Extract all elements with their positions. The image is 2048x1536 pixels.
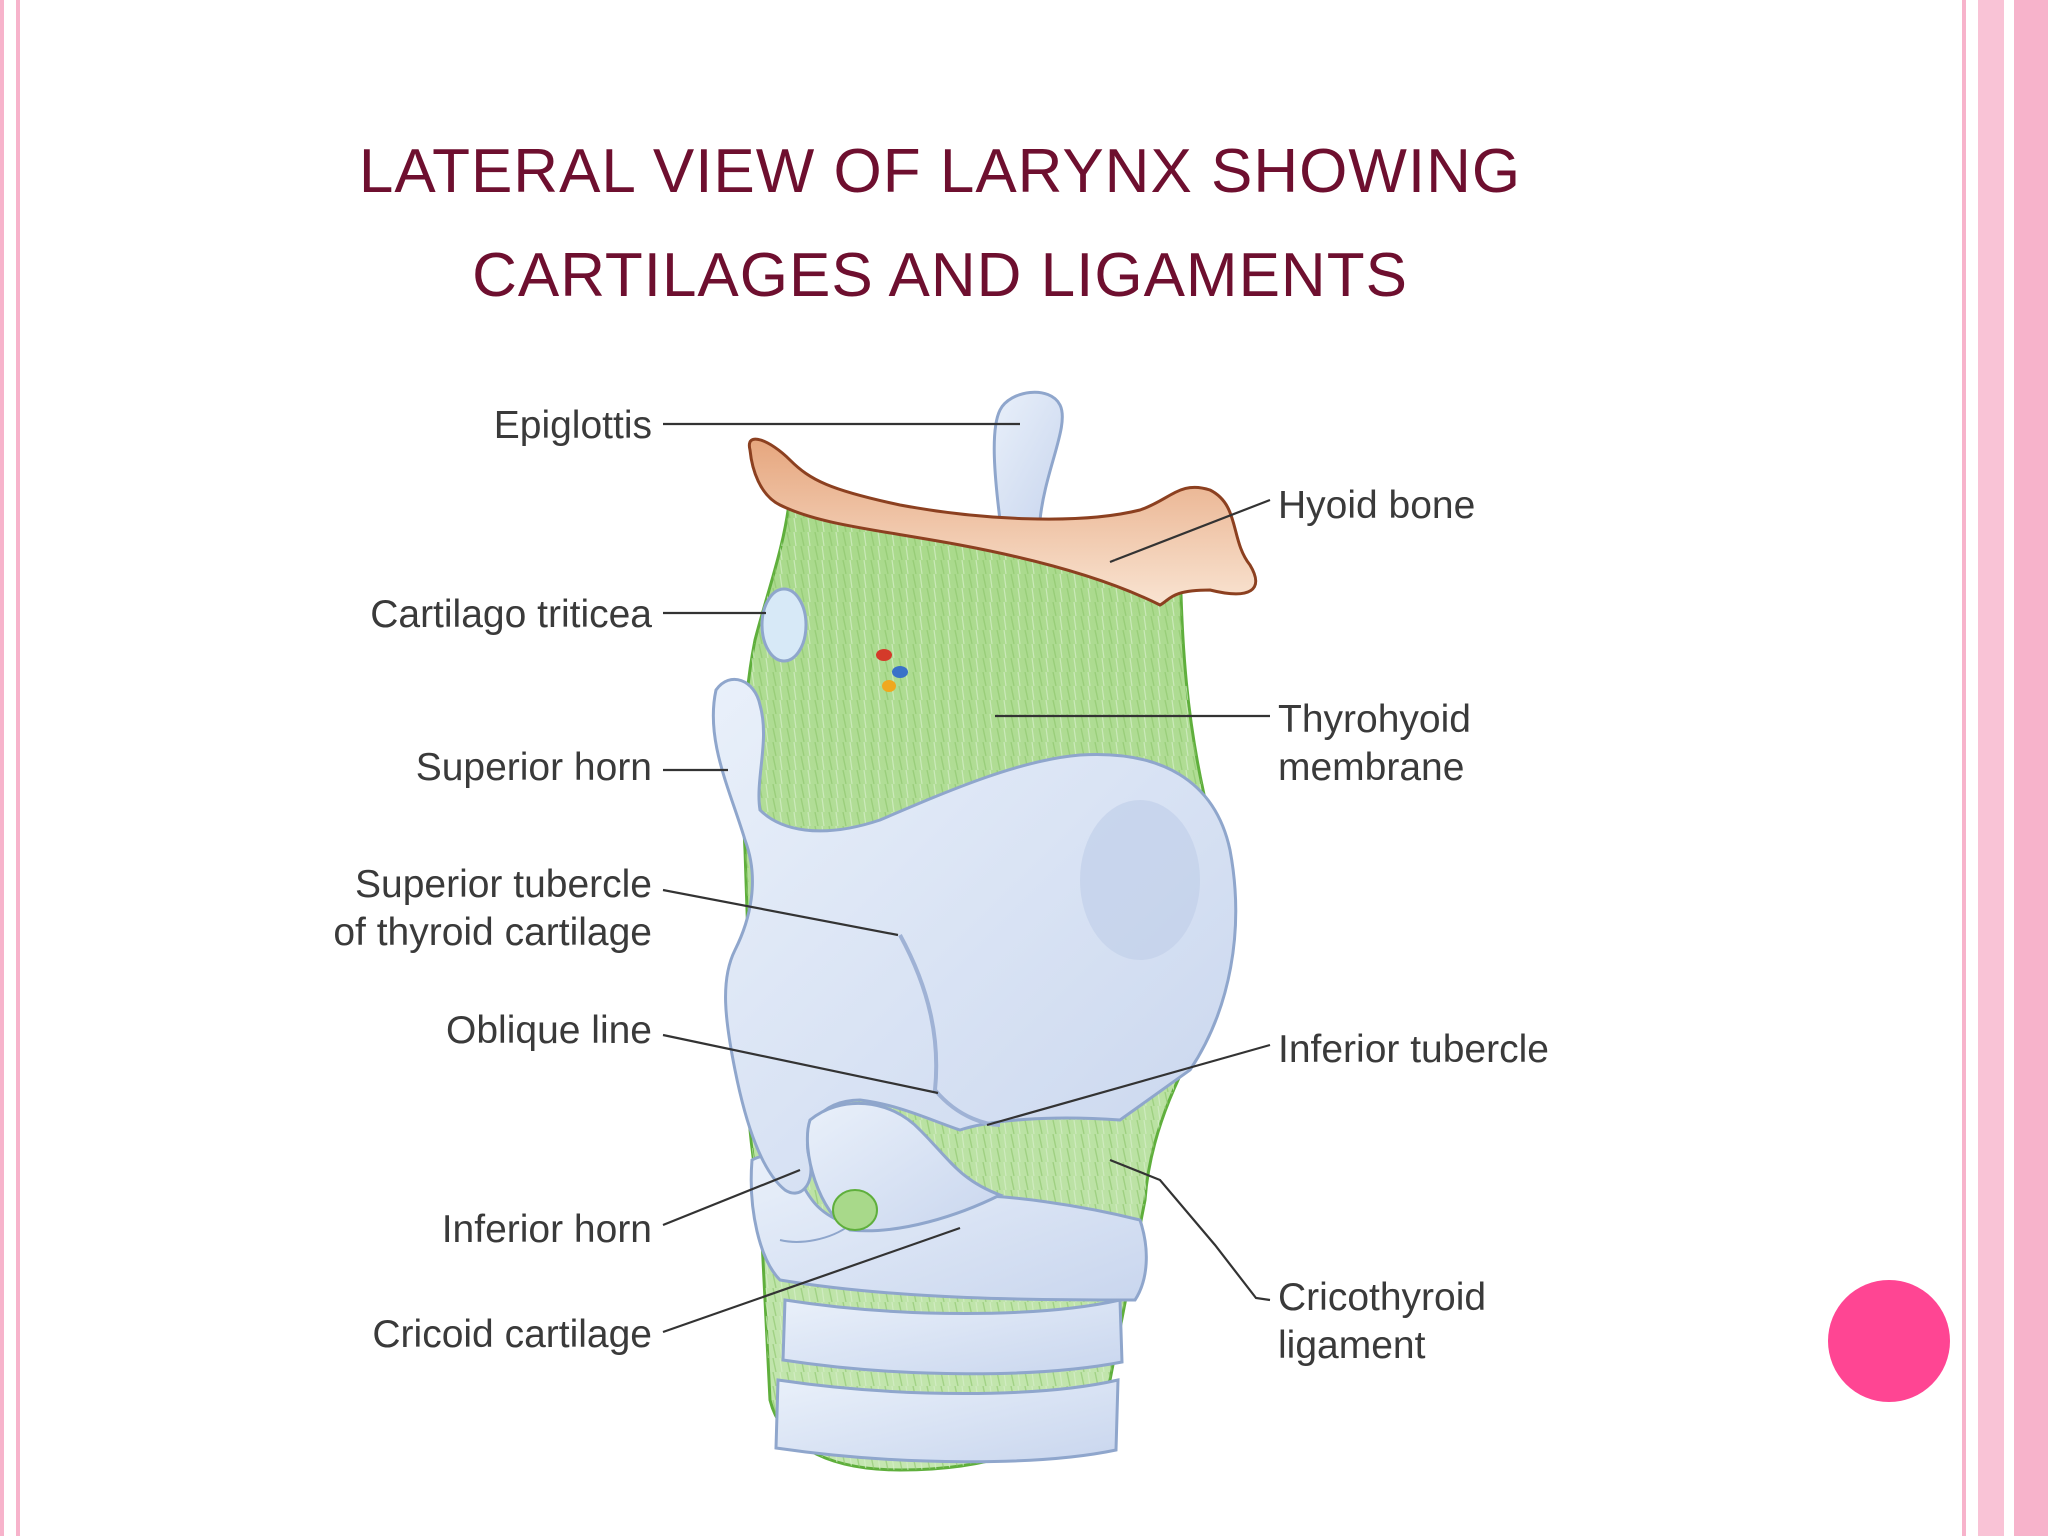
- right-border-stripe-inner: [1962, 0, 1966, 1536]
- cartilago-triticea-shape: [760, 587, 808, 663]
- leader-lines: [662, 422, 1271, 1334]
- title-line-1: LATERAL VIEW OF LARYNX SHOWING: [358, 137, 1522, 206]
- left-border-stripe: [0, 0, 4, 1536]
- label-thyrohyoid-membrane-2: membrane: [1278, 746, 1464, 789]
- right-border-stripe-outer: [2014, 0, 2048, 1536]
- label-cricoid-cartilage: Cricoid cartilage: [372, 1313, 652, 1356]
- thyroid-cartilage-shape: [711, 677, 1238, 1195]
- title-line-2: CARTILAGES AND LIGAMENTS: [472, 241, 1408, 310]
- label-superior-horn: Superior horn: [416, 746, 652, 789]
- hyoid-bone-shape: [747, 437, 1258, 607]
- label-inferior-tubercle: Inferior tubercle: [1278, 1028, 1549, 1071]
- slide-title: LATERAL VIEW OF LARYNX SHOWING CARTILAGE…: [240, 120, 1640, 328]
- label-epiglottis: Epiglottis: [494, 404, 652, 447]
- label-oblique-line: Oblique line: [446, 1009, 652, 1052]
- label-inferior-horn: Inferior horn: [442, 1208, 652, 1251]
- label-hyoid-bone: Hyoid bone: [1278, 484, 1475, 527]
- tracheal-rings: [774, 1298, 1124, 1464]
- label-thyrohyoid-membrane-1: Thyrohyoid: [1278, 698, 1471, 741]
- right-border-stripe-wide: [1978, 0, 2004, 1536]
- cricothyroid-joint-shape: [805, 1101, 1004, 1233]
- vessel-dots: [876, 649, 908, 692]
- label-cricothyroid-ligament-1: Cricothyroid: [1278, 1276, 1486, 1319]
- label-cricothyroid-ligament-2: ligament: [1278, 1324, 1426, 1367]
- label-superior-tubercle-1: Superior tubercle: [355, 863, 652, 906]
- decorative-pink-circle: [1828, 1280, 1950, 1402]
- label-cartilago-triticea: Cartilago triticea: [370, 593, 652, 636]
- epiglottis-shape: [992, 390, 1064, 522]
- left-border-line: [16, 0, 20, 1536]
- label-superior-tubercle-2: of thyroid cartilage: [333, 911, 652, 954]
- cricoid-cartilage-shape: [749, 1154, 1148, 1302]
